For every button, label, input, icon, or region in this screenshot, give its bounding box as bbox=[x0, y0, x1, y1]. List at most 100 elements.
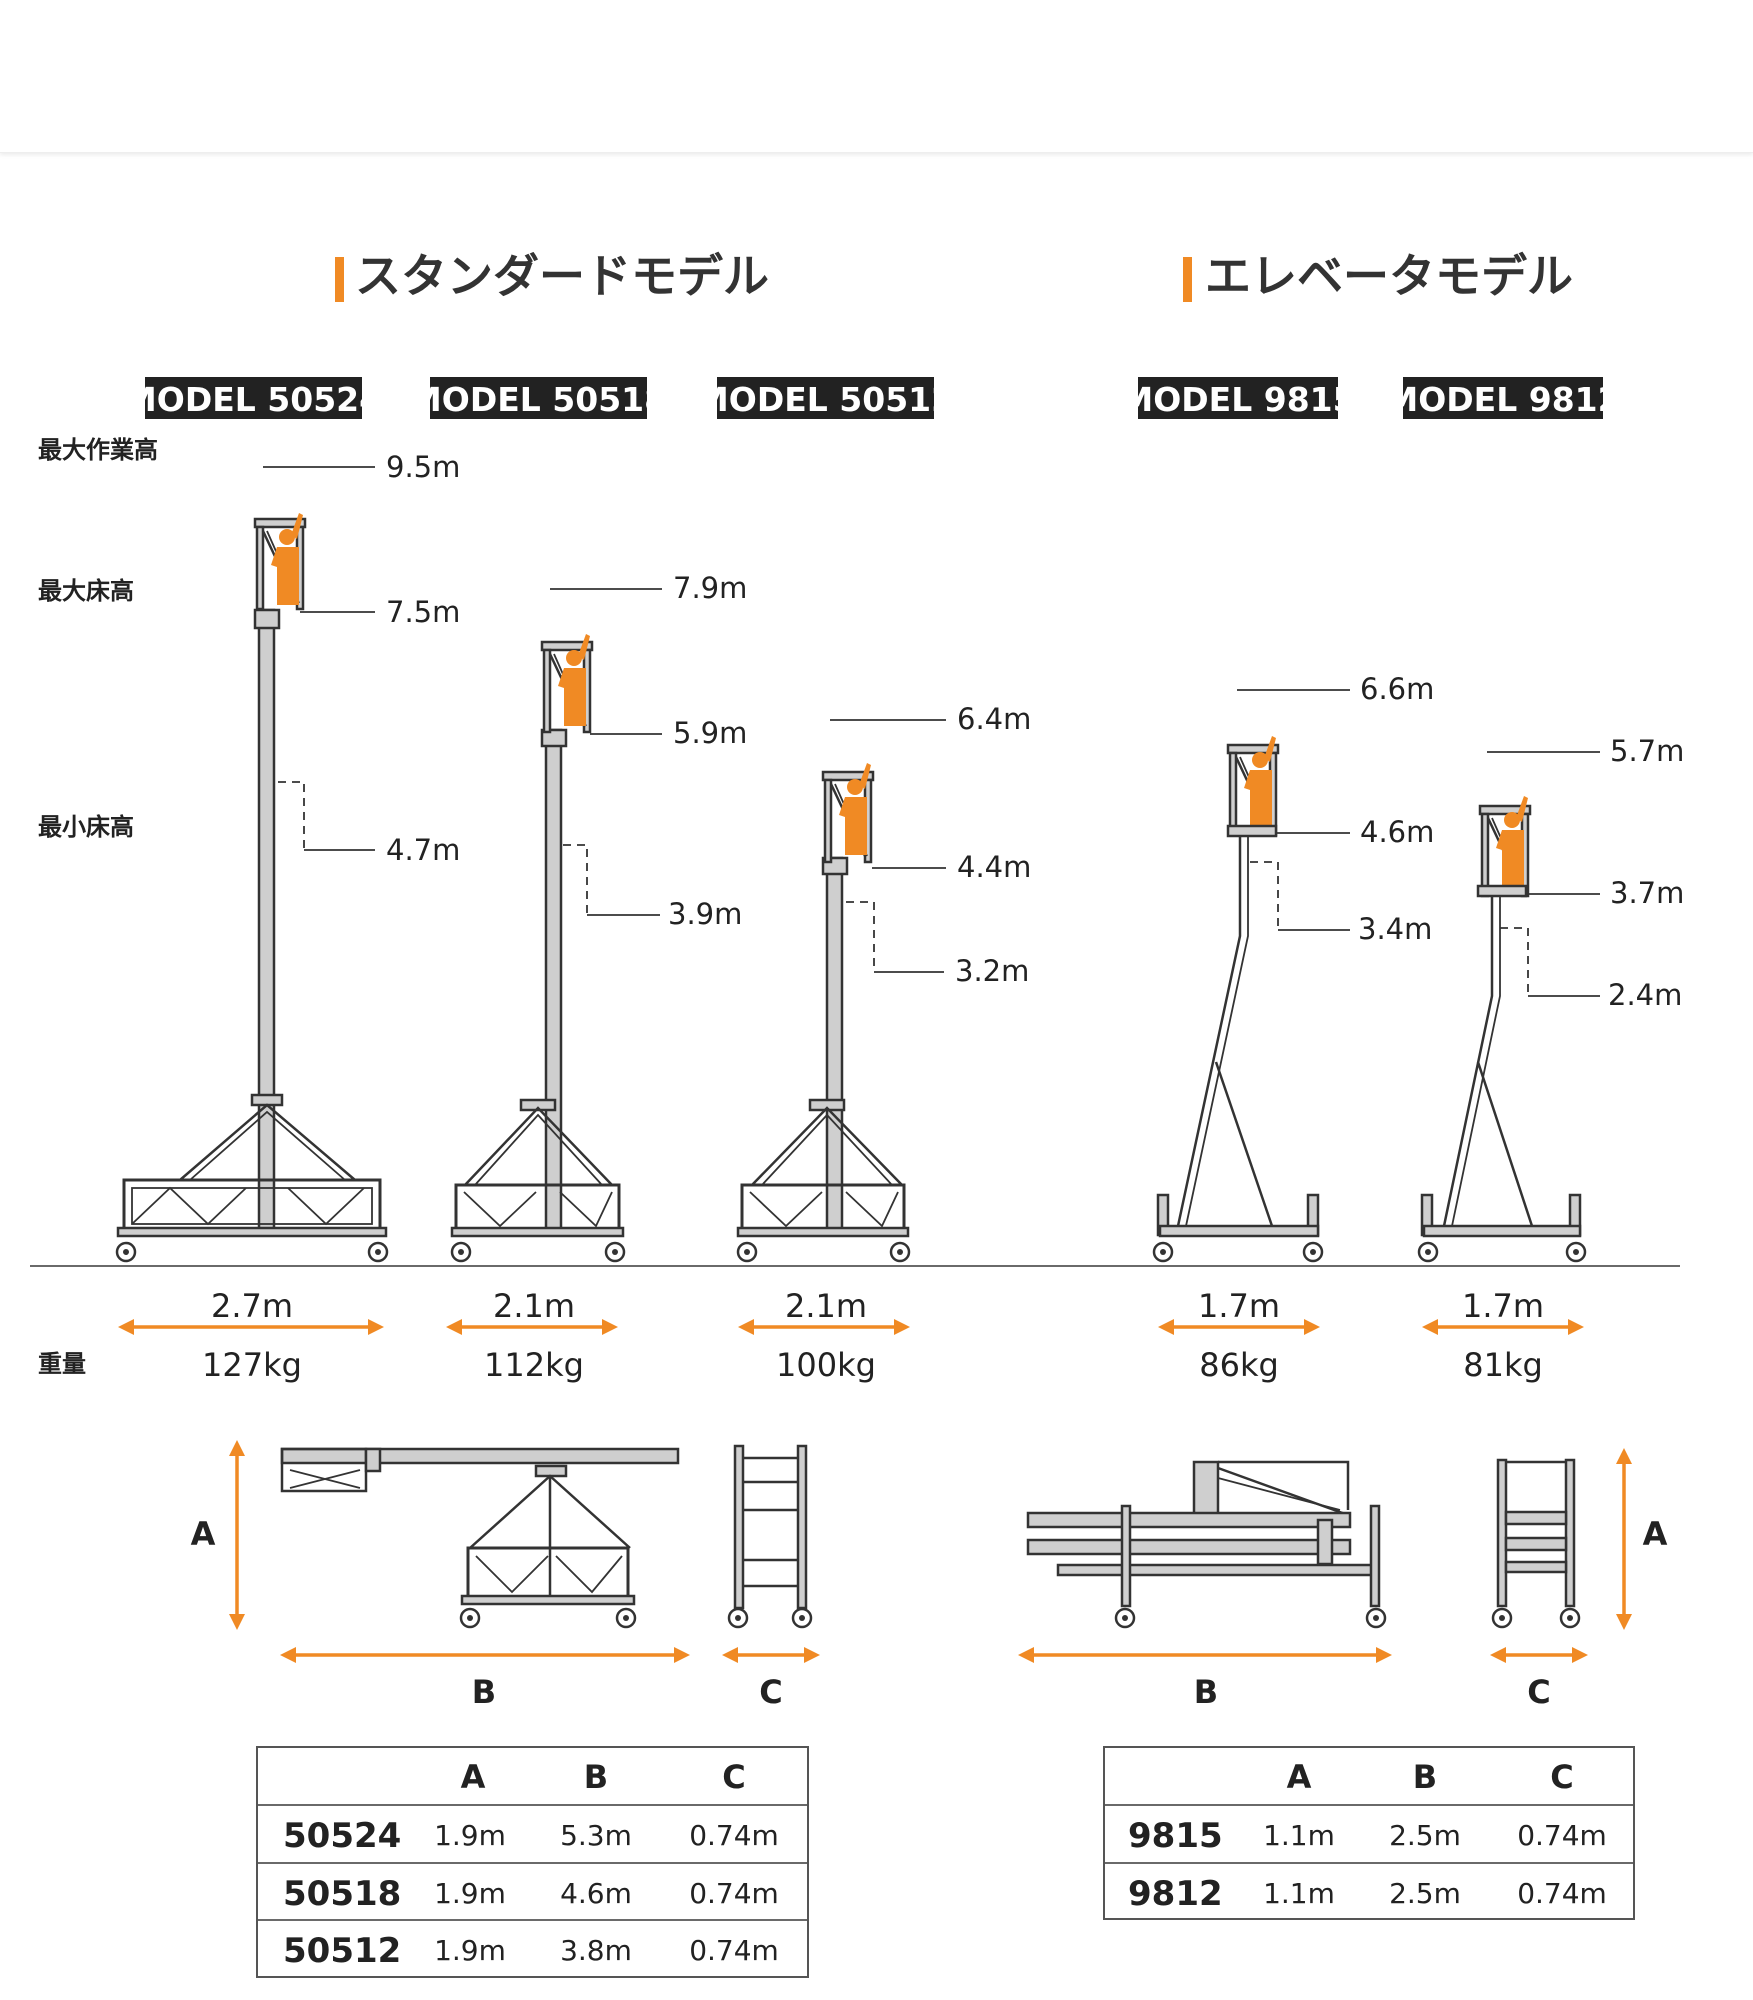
elevator-title-text: エレベータモデル bbox=[1205, 249, 1573, 303]
max-work-height-label: 最大作業高 bbox=[38, 436, 158, 464]
standard-title-text: スタンダードモデル bbox=[355, 249, 769, 303]
dimension-label-c: C bbox=[759, 1673, 782, 1711]
table-cell-b: 3.8m bbox=[560, 1934, 632, 1967]
width-value: 2.1m bbox=[493, 1287, 575, 1325]
model-badge-label: MODEL 9812 bbox=[1385, 380, 1620, 419]
table-row-model: 50512 bbox=[283, 1931, 401, 1971]
elevator-dimension-table: A B C 9815 1.1m 2.5m 0.74m 9812 1.1m 2.5… bbox=[1103, 1746, 1635, 1920]
standard-dimension-table: A B C 50524 1.9m 5.3m 0.74m 50518 1.9m 4… bbox=[256, 1746, 809, 1978]
width-arrow-50524 bbox=[118, 1319, 384, 1335]
folded-standard-end-view bbox=[727, 1444, 813, 1629]
model-badge-50518: MODEL 50518 bbox=[409, 377, 667, 419]
table-cell-b: 5.3m bbox=[560, 1819, 632, 1852]
work-height-value: 7.9m bbox=[673, 571, 747, 605]
table-header-a: A bbox=[461, 1758, 486, 1796]
length-arrow-b-left bbox=[280, 1647, 690, 1663]
table-cell-c: 0.74m bbox=[689, 1819, 779, 1852]
table-cell-c: 0.74m bbox=[689, 1934, 779, 1967]
table-cell-a: 1.9m bbox=[434, 1877, 506, 1910]
model-badge-label: MODEL 50518 bbox=[409, 380, 667, 419]
dimension-label-c: C bbox=[1527, 1673, 1550, 1711]
top-header-bar bbox=[0, 0, 1753, 153]
folded-elevator-end-view bbox=[1491, 1458, 1581, 1629]
lift-9812-illustration bbox=[1417, 796, 1587, 1263]
min-floor-value: 3.2m bbox=[955, 954, 1029, 988]
table-header-c: C bbox=[1550, 1758, 1573, 1796]
table-cell-c: 0.74m bbox=[689, 1877, 779, 1910]
table-row-model: 50524 bbox=[283, 1816, 401, 1856]
height-arrow-a-left bbox=[229, 1440, 245, 1630]
table-header-a: A bbox=[1287, 1758, 1312, 1796]
table-cell-a: 1.9m bbox=[434, 1819, 506, 1852]
lift-50524-illustration bbox=[115, 513, 389, 1263]
table-row-model: 9815 bbox=[1128, 1816, 1223, 1856]
folded-elevator-side-view bbox=[1026, 1460, 1387, 1629]
table-cell-a: 1.9m bbox=[434, 1934, 506, 1967]
width-arrow-c-left bbox=[722, 1647, 820, 1663]
elevator-section-title: エレベータモデル bbox=[1183, 249, 1573, 303]
dimension-label-b: B bbox=[472, 1673, 496, 1711]
min-floor-value: 3.4m bbox=[1358, 912, 1432, 946]
model-badge-9812: MODEL 9812 bbox=[1385, 377, 1621, 419]
dimension-label-a: A bbox=[191, 1515, 216, 1553]
table-row-model: 50518 bbox=[283, 1874, 401, 1914]
weight-value: 81kg bbox=[1463, 1346, 1543, 1384]
max-floor-value: 4.6m bbox=[1360, 815, 1434, 849]
model-badge-label: MODEL 50512 bbox=[696, 380, 954, 419]
table-header-b: B bbox=[1413, 1758, 1437, 1796]
table-cell-b: 4.6m bbox=[560, 1877, 632, 1910]
max-floor-value: 5.9m bbox=[673, 716, 747, 750]
model-badge-label: MODEL 9815 bbox=[1120, 380, 1355, 419]
table-cell-c: 0.74m bbox=[1517, 1819, 1607, 1852]
table-cell-a: 1.1m bbox=[1263, 1819, 1335, 1852]
width-arrow-9815 bbox=[1158, 1319, 1320, 1335]
width-arrow-50512 bbox=[738, 1319, 910, 1335]
height-arrow-a-right bbox=[1616, 1448, 1632, 1630]
width-value: 2.7m bbox=[211, 1287, 293, 1325]
width-arrow-50518 bbox=[446, 1319, 618, 1335]
work-height-value: 9.5m bbox=[386, 450, 460, 484]
leader-line bbox=[1500, 927, 1529, 996]
model-badge-9815: MODEL 9815 bbox=[1120, 377, 1356, 419]
model-badge-50524: MODEL 50524 bbox=[124, 377, 382, 419]
table-cell-b: 2.5m bbox=[1389, 1877, 1461, 1910]
leader-line bbox=[563, 844, 588, 915]
width-arrow-c-right bbox=[1490, 1647, 1588, 1663]
lift-9815-illustration bbox=[1152, 736, 1324, 1263]
width-value: 1.7m bbox=[1462, 1287, 1544, 1325]
folded-standard-side-view bbox=[280, 1447, 680, 1629]
lift-50518-illustration bbox=[450, 634, 626, 1263]
title-accent-bar bbox=[335, 257, 344, 302]
min-floor-value: 4.7m bbox=[386, 833, 460, 867]
table-header-b: B bbox=[584, 1758, 608, 1796]
width-value: 2.1m bbox=[785, 1287, 867, 1325]
model-badge-label: MODEL 50524 bbox=[124, 380, 382, 419]
min-floor-height-label: 最小床高 bbox=[38, 813, 134, 841]
leader-line bbox=[1250, 861, 1279, 930]
dimension-label-b: B bbox=[1194, 1673, 1218, 1711]
table-row-model: 9812 bbox=[1128, 1874, 1223, 1914]
max-floor-height-label: 最大床高 bbox=[38, 577, 134, 605]
weight-value: 86kg bbox=[1199, 1346, 1279, 1384]
weight-label: 重量 bbox=[38, 1350, 86, 1378]
table-cell-c: 0.74m bbox=[1517, 1877, 1607, 1910]
table-header-c: C bbox=[722, 1758, 745, 1796]
width-arrow-9812 bbox=[1422, 1319, 1584, 1335]
table-cell-b: 2.5m bbox=[1389, 1819, 1461, 1852]
work-height-value: 6.6m bbox=[1360, 672, 1434, 706]
dimension-label-a: A bbox=[1643, 1515, 1668, 1553]
work-height-value: 6.4m bbox=[957, 702, 1031, 736]
leader-line bbox=[846, 901, 875, 972]
max-floor-value: 3.7m bbox=[1610, 876, 1684, 910]
weight-value: 112kg bbox=[484, 1346, 584, 1384]
weight-value: 127kg bbox=[202, 1346, 302, 1384]
leader-line bbox=[278, 781, 305, 850]
max-floor-value: 7.5m bbox=[386, 595, 460, 629]
table-cell-a: 1.1m bbox=[1263, 1877, 1335, 1910]
width-value: 1.7m bbox=[1198, 1287, 1280, 1325]
lift-50512-illustration bbox=[736, 763, 911, 1263]
title-accent-bar bbox=[1183, 257, 1192, 302]
min-floor-value: 2.4m bbox=[1608, 978, 1682, 1012]
min-floor-value: 3.9m bbox=[668, 897, 742, 931]
